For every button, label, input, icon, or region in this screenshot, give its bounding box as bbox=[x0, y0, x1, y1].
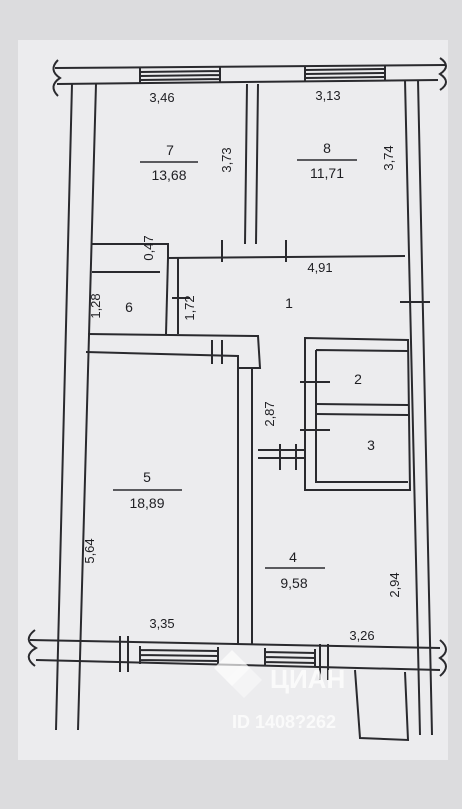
room-4-area: 9,58 bbox=[280, 575, 307, 591]
corridor-stub bbox=[258, 449, 305, 459]
top-left-break-mark bbox=[52, 59, 62, 97]
dim-room8-width: 3,13 bbox=[315, 88, 340, 103]
top-wall-outer bbox=[54, 64, 446, 69]
room6-top-wall bbox=[92, 258, 179, 334]
dim-room5-depth: 5,64 bbox=[82, 538, 97, 563]
dim-wall-047: 0,47 bbox=[141, 235, 156, 260]
cian-logo-icon bbox=[214, 650, 262, 698]
dim-hall-width: 4,91 bbox=[307, 260, 332, 275]
room-7-number: 7 bbox=[166, 142, 174, 158]
left-wall bbox=[55, 83, 97, 731]
room-8-area: 11,71 bbox=[310, 165, 344, 181]
window-room4 bbox=[264, 648, 316, 667]
bath-block-outer bbox=[304, 336, 412, 491]
bottom-right-break-mark bbox=[438, 639, 447, 677]
room6-right-wall bbox=[165, 257, 169, 335]
window-room8 bbox=[304, 65, 386, 82]
room-3-number: 3 bbox=[367, 437, 375, 453]
room-8-number: 8 bbox=[323, 140, 331, 156]
room-6-number: 6 bbox=[125, 299, 133, 315]
top-wall-inner bbox=[56, 79, 439, 85]
dim-room8-depth: 3,74 bbox=[381, 145, 396, 170]
partition-2-3 bbox=[315, 403, 409, 416]
room-1-number: 1 bbox=[285, 295, 293, 311]
room-5-number: 5 bbox=[143, 469, 151, 485]
bottom-door-ticks bbox=[119, 636, 329, 680]
watermark-brand: ЦИАН bbox=[270, 664, 345, 694]
room-4-number: 4 bbox=[289, 549, 297, 565]
room-7-area: 13,68 bbox=[151, 167, 186, 183]
dim-room5-width: 3,35 bbox=[149, 616, 174, 631]
dim-corridor: 2,87 bbox=[262, 401, 277, 426]
balcony bbox=[354, 669, 410, 742]
top-right-break-mark bbox=[438, 57, 447, 91]
dim-room7-width: 3,46 bbox=[149, 90, 174, 105]
bottom-left-break-mark bbox=[27, 629, 39, 667]
window-room5 bbox=[139, 646, 219, 665]
room-2-number: 2 bbox=[354, 371, 362, 387]
cian-watermark: ЦИАН ID 1408?262 bbox=[214, 650, 345, 732]
partition-7-8 bbox=[244, 83, 259, 245]
bath-block-inner bbox=[315, 349, 409, 483]
dim-room6-height: 1,28 bbox=[88, 293, 103, 318]
watermark-id: ID 1408?262 bbox=[232, 712, 336, 732]
dim-room4-depth: 2,94 bbox=[387, 572, 402, 597]
window-room7 bbox=[139, 67, 221, 84]
partition-5-4 bbox=[237, 368, 253, 645]
right-wall bbox=[404, 79, 433, 736]
dim-room4-width: 3,26 bbox=[349, 628, 374, 643]
area-underlines bbox=[113, 159, 357, 569]
dim-room7-depth: 3,73 bbox=[219, 147, 234, 172]
paper-sheet bbox=[18, 40, 448, 760]
dim-room6-width: 1,72 bbox=[182, 295, 197, 320]
room-5-area: 18,89 bbox=[129, 495, 164, 511]
door-ticks bbox=[172, 240, 430, 470]
